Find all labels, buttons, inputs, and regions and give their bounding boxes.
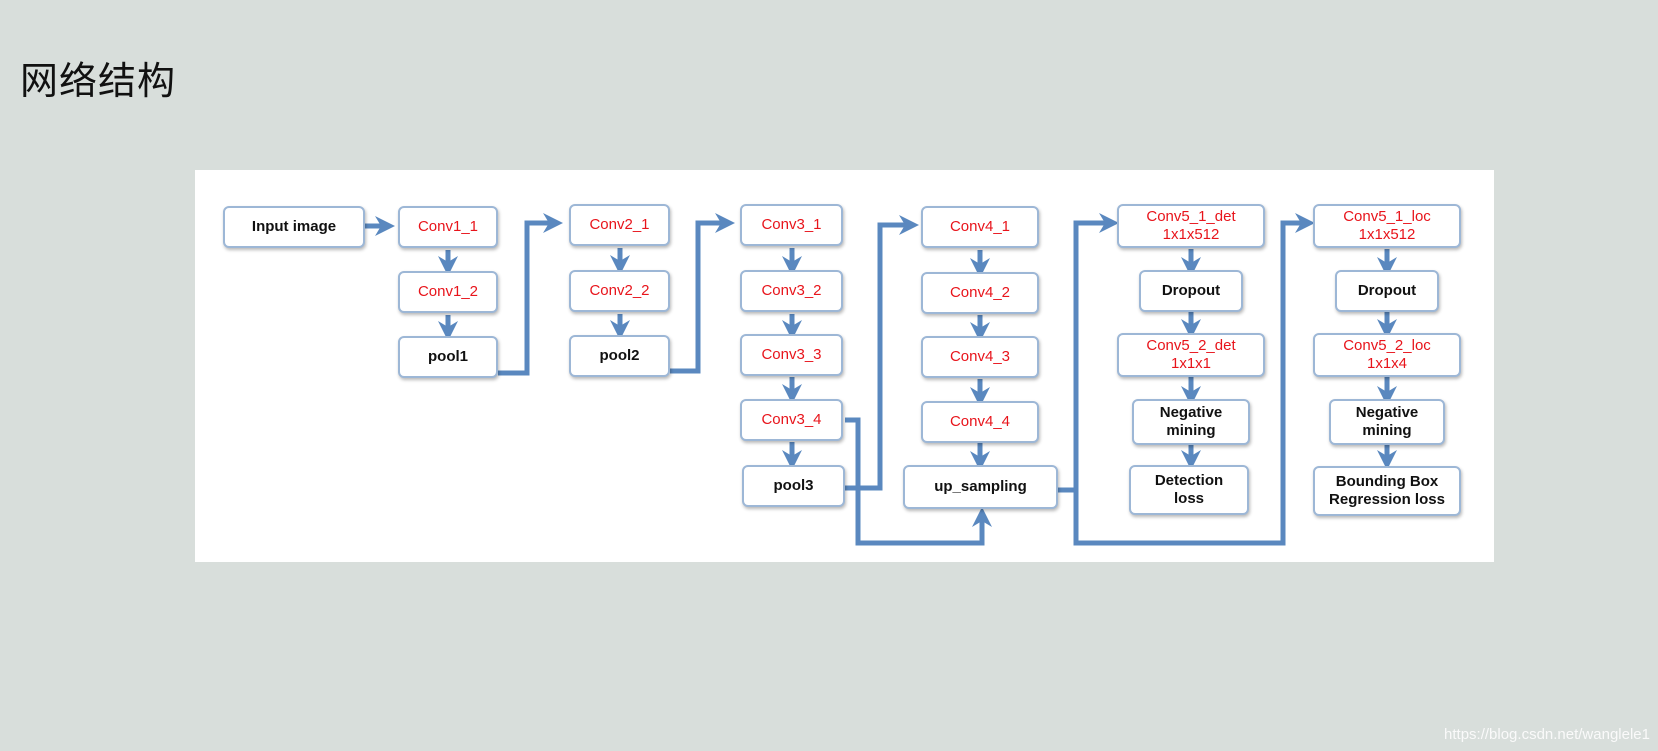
node-conv3_1: Conv3_1 <box>740 204 843 246</box>
node-conv5_2_loc: Conv5_2_loc 1x1x4 <box>1313 333 1461 377</box>
arrow-pool3-conv4_1 <box>844 215 919 491</box>
network-diagram: Input image Conv1_1 Conv1_2 pool1 Conv2_… <box>195 170 1494 562</box>
arrow-upsample-conv5_1_det <box>1057 213 1119 493</box>
arrow-upsample-conv5_1_loc <box>1073 213 1315 546</box>
node-conv5_1_det: Conv5_1_det 1x1x512 <box>1117 204 1265 248</box>
node-bounding-box-regression-loss: Bounding Box Regression loss <box>1313 466 1461 516</box>
node-dropout-det: Dropout <box>1139 270 1243 312</box>
watermark-url: https://blog.csdn.net/wanglele1 <box>1444 726 1650 743</box>
node-conv5_1_loc: Conv5_1_loc 1x1x512 <box>1313 204 1461 248</box>
arrow-conv3_4-upsample <box>845 417 992 546</box>
node-conv4_4: Conv4_4 <box>921 401 1039 443</box>
node-pool2: pool2 <box>569 335 670 377</box>
node-conv4_3: Conv4_3 <box>921 336 1039 378</box>
arrow-pool1-conv2_1 <box>498 213 563 376</box>
node-pool3: pool3 <box>742 465 845 507</box>
node-conv3_2: Conv3_2 <box>740 270 843 312</box>
node-negative-mining-det: Negative mining <box>1132 399 1250 445</box>
node-dropout-loc: Dropout <box>1335 270 1439 312</box>
node-conv3_4: Conv3_4 <box>740 399 843 441</box>
diagram-arrows <box>365 213 1397 546</box>
node-negative-mining-loc: Negative mining <box>1329 399 1445 445</box>
node-input-image: Input image <box>223 206 365 248</box>
node-conv5_2_det: Conv5_2_det 1x1x1 <box>1117 333 1265 377</box>
node-detection-loss: Detection loss <box>1129 465 1249 515</box>
node-conv2_1: Conv2_1 <box>569 204 670 246</box>
node-conv3_3: Conv3_3 <box>740 334 843 376</box>
arrow-pool2-conv3_1 <box>670 213 735 374</box>
page-title: 网络结构 <box>20 59 177 103</box>
node-conv4_1: Conv4_1 <box>921 206 1039 248</box>
node-up-sampling: up_sampling <box>903 465 1058 509</box>
node-conv4_2: Conv4_2 <box>921 272 1039 314</box>
node-conv2_2: Conv2_2 <box>569 270 670 312</box>
node-conv1_1: Conv1_1 <box>398 206 498 248</box>
node-conv1_2: Conv1_2 <box>398 271 498 313</box>
node-pool1: pool1 <box>398 336 498 378</box>
